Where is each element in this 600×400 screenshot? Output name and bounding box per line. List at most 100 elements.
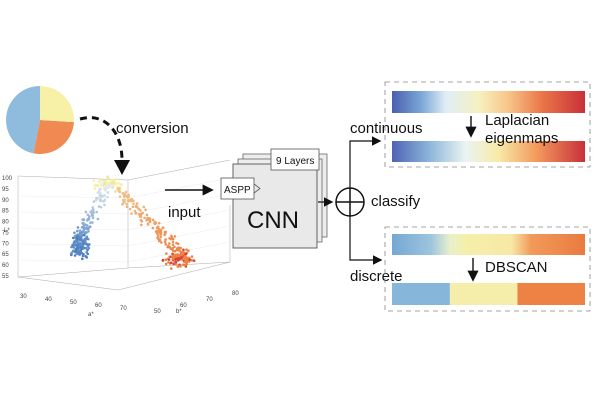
- scatter-point: [85, 227, 88, 231]
- scatter-point: [177, 256, 180, 260]
- scatter-point: [80, 225, 84, 229]
- scatter-point: [78, 229, 82, 232]
- scatter-point: [97, 180, 101, 184]
- scatter-point: [76, 229, 79, 233]
- scatter-point: [128, 207, 132, 211]
- scatter-point: [94, 199, 98, 202]
- scatter-point: [129, 199, 132, 202]
- scatter-axes: [17, 159, 231, 291]
- scatter-point: [86, 245, 90, 248]
- z-tick-label: 90: [2, 198, 9, 204]
- scatter-point: [176, 265, 180, 268]
- discrete-panel: DBSCAN: [384, 226, 591, 312]
- z-tick-label: 85: [2, 209, 9, 215]
- y-axis-label: b*: [176, 309, 182, 315]
- scatter-point: [124, 190, 128, 194]
- scatter-point: [171, 243, 175, 247]
- discrete-output-colorbar: [392, 283, 585, 305]
- scatter-point: [176, 253, 180, 256]
- scatter-point: [140, 223, 143, 227]
- scatter-point: [77, 248, 81, 252]
- scatter-point: [182, 248, 185, 252]
- scatter-point: [180, 254, 183, 257]
- scatter-point: [174, 260, 178, 264]
- z-tick-label: 55: [2, 274, 9, 280]
- scatter-point: [78, 252, 82, 255]
- scatter-point: [97, 205, 101, 208]
- scatter-point: [173, 245, 176, 249]
- scatter-point: [123, 195, 126, 198]
- discrete-segment: [517, 283, 585, 305]
- scatter-point: [183, 260, 186, 264]
- scatter-point: [74, 248, 78, 252]
- discrete-label: discrete: [350, 268, 403, 285]
- y-tick-label: 60: [180, 303, 187, 309]
- scatter-point: [87, 230, 90, 233]
- scatter-point: [85, 250, 89, 254]
- classify-node: [335, 187, 365, 217]
- scatter-point: [163, 240, 167, 244]
- scatter-point: [70, 251, 73, 255]
- scatter-point: [84, 223, 87, 226]
- conversion-arrow: [79, 116, 124, 161]
- scatter-point: [159, 230, 163, 234]
- scatter-point: [163, 230, 167, 234]
- scatter-point: [165, 252, 168, 255]
- scatter-point: [84, 231, 87, 234]
- scatter-point: [125, 202, 128, 206]
- scatter-point: [137, 212, 141, 216]
- scatter-point: [187, 249, 190, 252]
- scatter-point: [80, 247, 84, 250]
- z-tick-label: 95: [2, 187, 9, 193]
- scatter-point: [151, 226, 155, 230]
- scatter-point: [132, 199, 135, 203]
- scatter-point: [76, 246, 80, 250]
- scatter-point: [171, 240, 175, 244]
- scatter-point: [70, 245, 73, 249]
- pie-slice: [40, 86, 74, 123]
- scatter-point: [91, 216, 95, 220]
- scatter-point: [174, 257, 178, 261]
- scatter-point: [173, 235, 177, 238]
- scatter-point: [185, 248, 188, 251]
- scatter-point: [142, 205, 146, 209]
- aspp-box: ASPP: [220, 177, 261, 200]
- scatter-point: [168, 242, 171, 245]
- dbscan-label: DBSCAN: [485, 259, 548, 276]
- scatter-point: [164, 262, 168, 266]
- scatter-point: [83, 240, 87, 244]
- scatter-point: [81, 257, 84, 261]
- x-tick-label: 60: [95, 303, 102, 309]
- scatter-point: [179, 265, 182, 268]
- grid-line: [17, 211, 129, 215]
- scatter-point: [117, 189, 121, 193]
- grid-line: [127, 209, 231, 231]
- scatter-point: [96, 217, 100, 221]
- scatter-point: [111, 178, 115, 182]
- aspp-label: ASPP: [224, 185, 251, 196]
- scatter-point: [163, 233, 166, 237]
- scatter-point: [69, 253, 73, 257]
- scatter-point: [151, 218, 155, 222]
- scatter-point: [106, 175, 109, 179]
- scatter-point: [99, 205, 103, 209]
- scatter-point: [111, 186, 114, 189]
- scatter-point: [176, 259, 180, 262]
- scatter-point: [91, 221, 94, 224]
- scatter-point: [123, 198, 126, 202]
- y-tick-label: 50: [154, 309, 161, 315]
- z-tick-label: 70: [2, 241, 9, 247]
- scatter-point: [96, 191, 100, 195]
- x-tick-label: 30: [20, 294, 27, 300]
- scatter-point: [103, 185, 106, 188]
- scatter-point: [75, 237, 79, 240]
- discrete-segment: [392, 283, 450, 305]
- scatter-point: [183, 263, 187, 267]
- scatter-point: [171, 237, 175, 241]
- scatter-point: [164, 243, 168, 246]
- scatter-point: [82, 252, 85, 256]
- grid-line: [127, 177, 231, 199]
- scatter-point: [96, 184, 100, 188]
- scatter-point: [99, 187, 102, 191]
